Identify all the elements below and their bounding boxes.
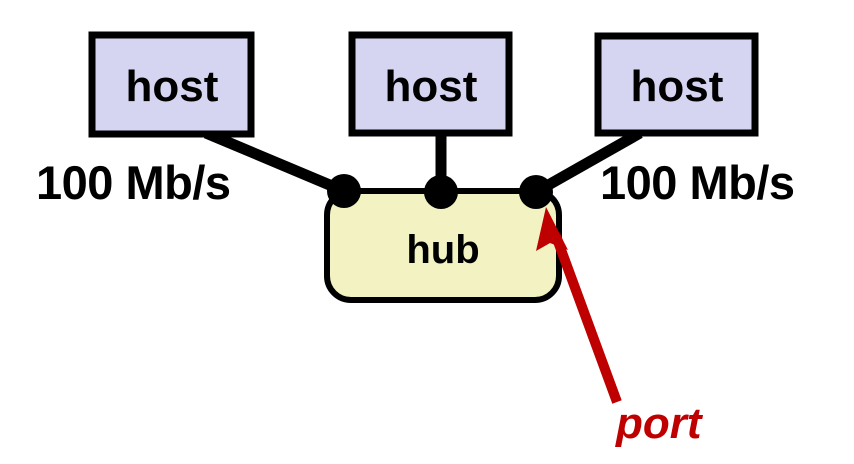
callout-arrow-head <box>536 207 568 251</box>
port-dot-center[interactable] <box>424 175 458 209</box>
port-callout-arrow <box>536 207 622 404</box>
host-box-2 <box>348 31 513 137</box>
host-node-1[interactable]: host <box>88 31 255 138</box>
host-box-3 <box>594 32 759 137</box>
hub-label: hub <box>406 228 479 272</box>
rate-label-left: 100 Mb/s <box>36 156 231 209</box>
port-callout-label: port <box>615 399 704 448</box>
rate-label-right: 100 Mb/s <box>600 156 795 209</box>
host-label-3: host <box>631 62 724 111</box>
host-node-2[interactable]: host <box>348 31 513 137</box>
link-group <box>203 127 643 197</box>
host-label-2: host <box>385 62 478 111</box>
host-node-3[interactable]: host <box>594 32 759 137</box>
link-host3-to-hub <box>533 128 643 197</box>
port-dot-left[interactable] <box>327 174 361 208</box>
callout-arrow-shaft <box>551 234 622 404</box>
port-dot-right[interactable] <box>519 175 553 209</box>
host-label-1: host <box>126 62 219 111</box>
port-dot-group <box>327 174 553 209</box>
link-host1-to-hub <box>203 127 347 197</box>
host-box-1 <box>88 31 255 138</box>
